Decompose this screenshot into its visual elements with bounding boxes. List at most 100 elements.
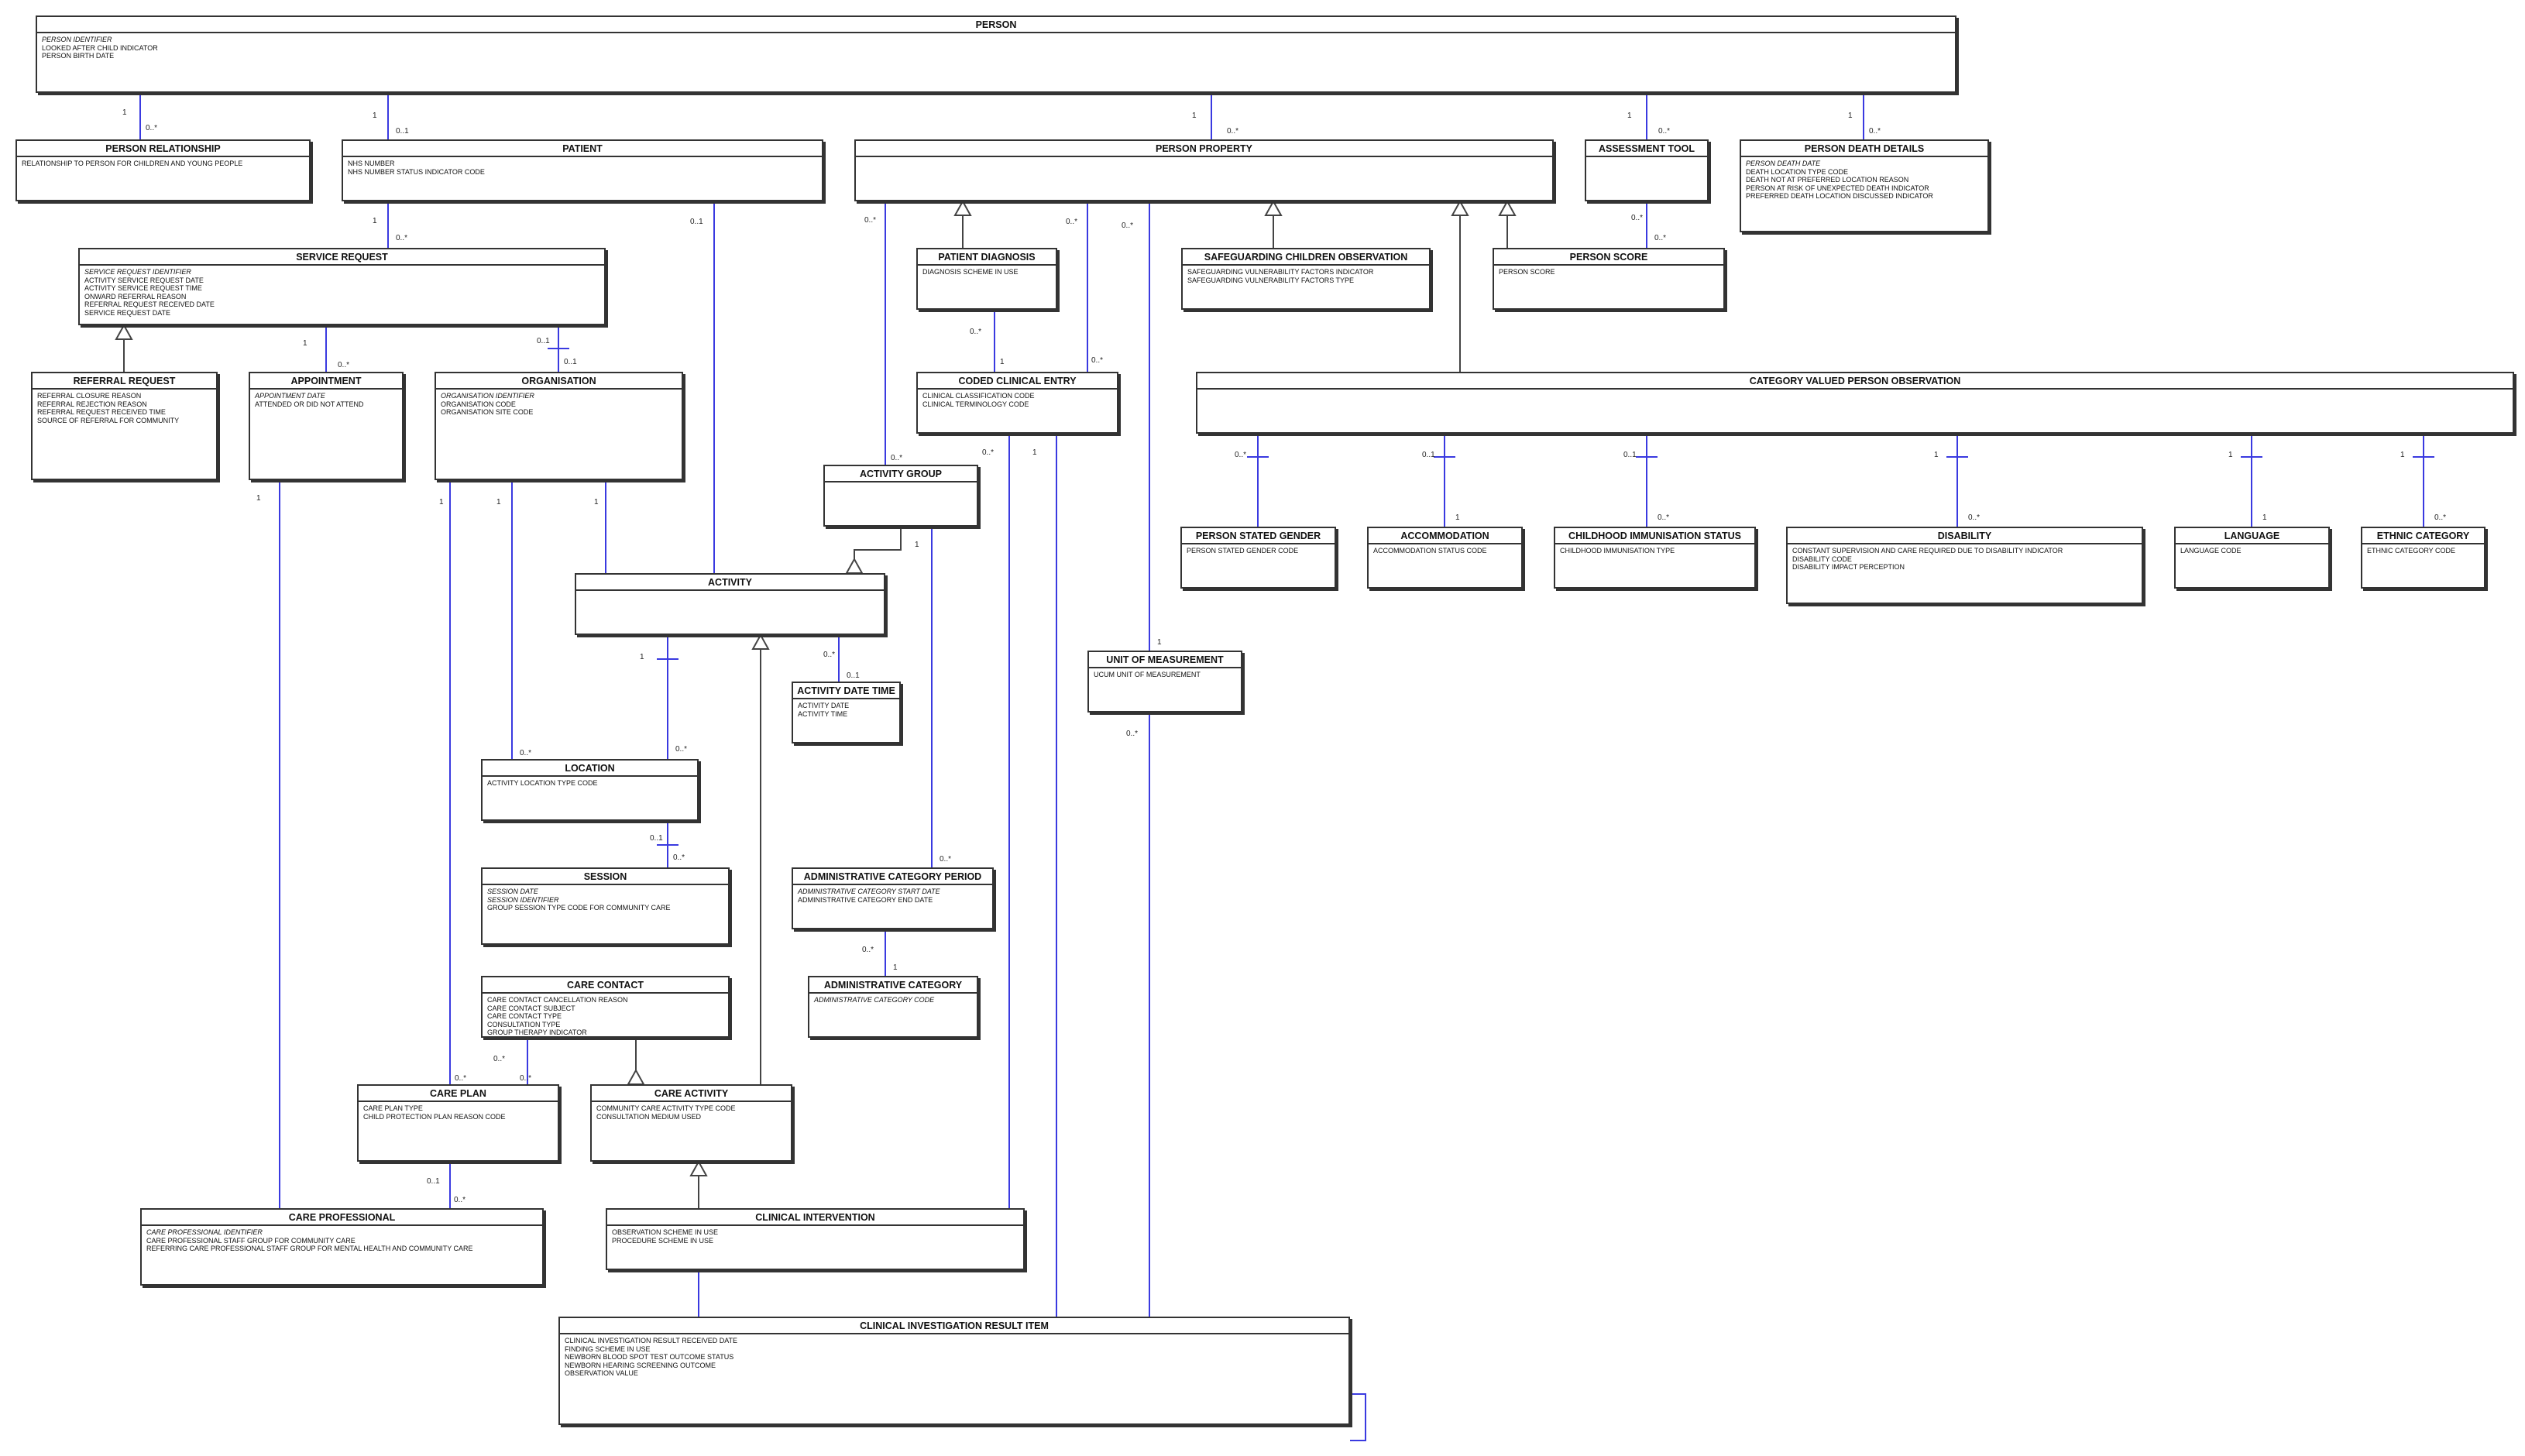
- key-attribute: CARE PROFESSIONAL IDENTIFIER: [146, 1228, 263, 1236]
- attribute: ACTIVITY SERVICE REQUEST DATE: [84, 276, 204, 284]
- entity-attributes: UCUM UNIT OF MEASUREMENT: [1089, 668, 1241, 682]
- attribute: SOURCE OF REFERRAL FOR COMMUNITY: [37, 416, 180, 424]
- key-attribute: APPOINTMENT DATE: [255, 392, 325, 400]
- attribute: OBSERVATION SCHEME IN USE: [612, 1228, 719, 1236]
- entity-attributes: CONSTANT SUPERVISION AND CARE REQUIRED D…: [1788, 544, 2142, 574]
- attribute: NHS NUMBER STATUS INDICATOR CODE: [348, 167, 485, 176]
- attribute: CONSTANT SUPERVISION AND CARE REQUIRED D…: [1792, 547, 2063, 555]
- entity-attributes: PERSON STATED GENDER CODE: [1182, 544, 1335, 558]
- attribute: CLINICAL TERMINOLOGY CODE: [922, 400, 1029, 408]
- entity-attributes: [1197, 390, 2513, 394]
- attribute: PERSON BIRTH DATE: [42, 52, 115, 60]
- entity-category-valued-person-observation[interactable]: CATEGORY VALUED PERSON OBSERVATION: [1196, 372, 2514, 434]
- attribute: REFERRAL REJECTION REASON: [37, 400, 147, 408]
- entity-title: APPOINTMENT: [250, 373, 402, 390]
- entity-title: CARE PROFESSIONAL: [142, 1210, 542, 1226]
- entity-title: PERSON RELATIONSHIP: [17, 141, 309, 157]
- entity-attributes: PERSON SCORE: [1494, 266, 1723, 279]
- entity-activity-group[interactable]: ACTIVITY GROUP: [823, 465, 978, 527]
- attribute: CONSULTATION TYPE: [487, 1020, 561, 1028]
- attribute: CARE CONTACT TYPE: [487, 1012, 562, 1021]
- entity-ethnic-category[interactable]: ETHNIC CATEGORY ETHNIC CATEGORY CODE: [2361, 527, 2485, 589]
- entity-activity[interactable]: ACTIVITY: [575, 573, 885, 635]
- key-attribute: PERSON IDENTIFIER: [42, 36, 112, 43]
- attribute: FINDING SCHEME IN USE: [565, 1344, 651, 1353]
- attribute: ORGANISATION SITE CODE: [441, 408, 534, 417]
- entity-title: ADMINISTRATIVE CATEGORY: [809, 977, 977, 994]
- entity-assessment-tool[interactable]: ASSESSMENT TOOL: [1585, 139, 1709, 201]
- entity-title: ASSESSMENT TOOL: [1586, 141, 1707, 157]
- attribute: LANGUAGE CODE: [2180, 547, 2242, 555]
- entity-disability[interactable]: DISABILITY CONSTANT SUPERVISION AND CARE …: [1786, 527, 2143, 604]
- attribute: COMMUNITY CARE ACTIVITY TYPE CODE: [596, 1104, 736, 1112]
- attribute: NHS NUMBER: [348, 160, 395, 167]
- entity-person-stated-gender[interactable]: PERSON STATED GENDER PERSON STATED GENDER…: [1180, 527, 1336, 589]
- entity-title: UNIT OF MEASUREMENT: [1089, 652, 1241, 668]
- generalization-arrow: [1451, 199, 1469, 216]
- entity-person-property[interactable]: PERSON PROPERTY: [854, 139, 1554, 201]
- generalization-arrow: [1498, 199, 1517, 216]
- entity-title: ACTIVITY GROUP: [825, 466, 977, 482]
- attribute: ETHNIC CATEGORY CODE: [2367, 547, 2456, 555]
- entity-title: ORGANISATION: [436, 373, 682, 390]
- entity-title: ACTIVITY: [576, 575, 884, 591]
- attribute: CONSULTATION MEDIUM USED: [596, 1112, 702, 1121]
- attribute: GROUP SESSION TYPE CODE FOR COMMUNITY CA…: [487, 904, 671, 912]
- entity-title: CHILDHOOD IMMUNISATION STATUS: [1555, 528, 1754, 544]
- entity-title: CATEGORY VALUED PERSON OBSERVATION: [1197, 373, 2513, 390]
- attribute: LOOKED AFTER CHILD INDICATOR: [42, 43, 158, 52]
- entity-title: ADMINISTRATIVE CATEGORY PERIOD: [793, 869, 992, 885]
- entity-title: PERSON PROPERTY: [856, 141, 1552, 157]
- entity-title: DISABILITY: [1788, 528, 2142, 544]
- entity-attributes: ETHNIC CATEGORY CODE: [2362, 544, 2484, 558]
- entity-title: CARE ACTIVITY: [592, 1086, 791, 1102]
- attribute: SAFEGUARDING VULNERABILITY FACTORS TYPE: [1187, 276, 1355, 284]
- entity-title: PERSON STATED GENDER: [1182, 528, 1335, 544]
- attribute: PERSON STATED GENDER CODE: [1187, 547, 1299, 555]
- attribute: OBSERVATION VALUE: [565, 1369, 638, 1378]
- entity-title: ETHNIC CATEGORY: [2362, 528, 2484, 544]
- attribute: SAFEGUARDING VULNERABILITY FACTORS INDIC…: [1187, 268, 1374, 276]
- entity-attributes: LANGUAGE CODE: [2176, 544, 2328, 558]
- entity-care-activity[interactable]: CARE ACTIVITY COMMUNITY CARE ACTIVITY TYP…: [590, 1084, 792, 1162]
- key-attribute: ADMINISTRATIVE CATEGORY START DATE: [798, 888, 940, 895]
- attribute: NEWBORN HEARING SCREENING OUTCOME: [565, 1361, 716, 1369]
- attribute: REFERRAL CLOSURE REASON: [37, 392, 142, 400]
- attribute: REFERRAL REQUEST RECEIVED TIME: [37, 408, 166, 417]
- attribute: ACTIVITY LOCATION TYPE CODE: [487, 779, 598, 787]
- entity-title: CLINICAL INVESTIGATION RESULT ITEM: [560, 1318, 1348, 1334]
